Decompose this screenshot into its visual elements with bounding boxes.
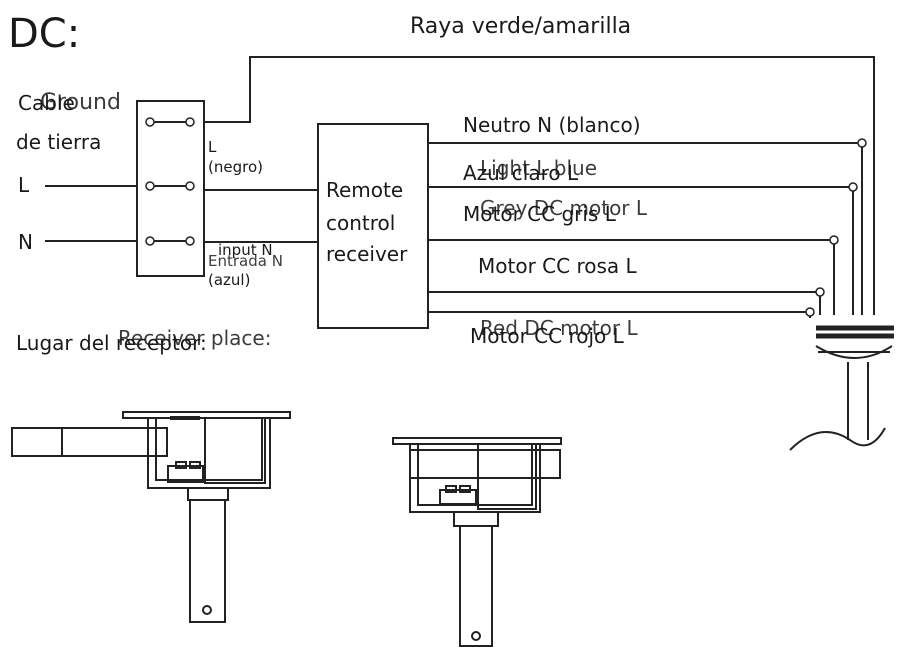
receiver-label-2: control bbox=[326, 211, 396, 235]
ground-wire-label: Raya verde/amarilla bbox=[410, 14, 632, 39]
ground-label-es: Cable bbox=[18, 91, 75, 115]
light-blue-label-es: Azul claro L bbox=[463, 161, 579, 185]
receiver-place-label-es: Lugar del receptor: bbox=[16, 331, 207, 355]
red-motor-label-en: Red DC motor L bbox=[480, 316, 638, 340]
entrada-n-label: Entrada N bbox=[208, 252, 283, 270]
input-n-label: input N bbox=[218, 241, 273, 259]
receiver-place-illustration-right bbox=[392, 437, 562, 647]
receiver-label-1: Remote bbox=[326, 178, 404, 202]
neutral-label: N bbox=[18, 230, 33, 254]
grey-motor-label-en: Grey DC motor L bbox=[480, 196, 648, 220]
line-label: L bbox=[18, 173, 30, 197]
ground-label-es-2: de tierra bbox=[16, 130, 102, 154]
ground-label-en: Ground bbox=[40, 90, 121, 115]
pink-motor-label: Motor CC rosa L bbox=[478, 254, 637, 278]
l-black-label: L bbox=[208, 138, 217, 156]
fan-canopy bbox=[789, 325, 894, 451]
light-blue-label-en: Light L blue bbox=[480, 156, 598, 180]
red-motor-label-es: Motor CC rojo L bbox=[470, 324, 624, 348]
neutral-white-label: Neutro N (blanco) bbox=[463, 113, 641, 137]
ground-wire bbox=[205, 56, 875, 315]
receiver-place-label-en: Receiver place: bbox=[118, 326, 272, 350]
grey-motor-label-es: Motor CC gris L bbox=[463, 202, 616, 226]
switch-block bbox=[136, 100, 205, 277]
l-black-label-2: (negro) bbox=[208, 158, 263, 176]
receiver-label-3: receiver bbox=[326, 242, 408, 266]
azul-label: (azul) bbox=[208, 271, 251, 289]
heading: DC: bbox=[8, 11, 81, 57]
receiver-place-illustration-left bbox=[11, 411, 291, 623]
receiver-box bbox=[317, 123, 429, 329]
